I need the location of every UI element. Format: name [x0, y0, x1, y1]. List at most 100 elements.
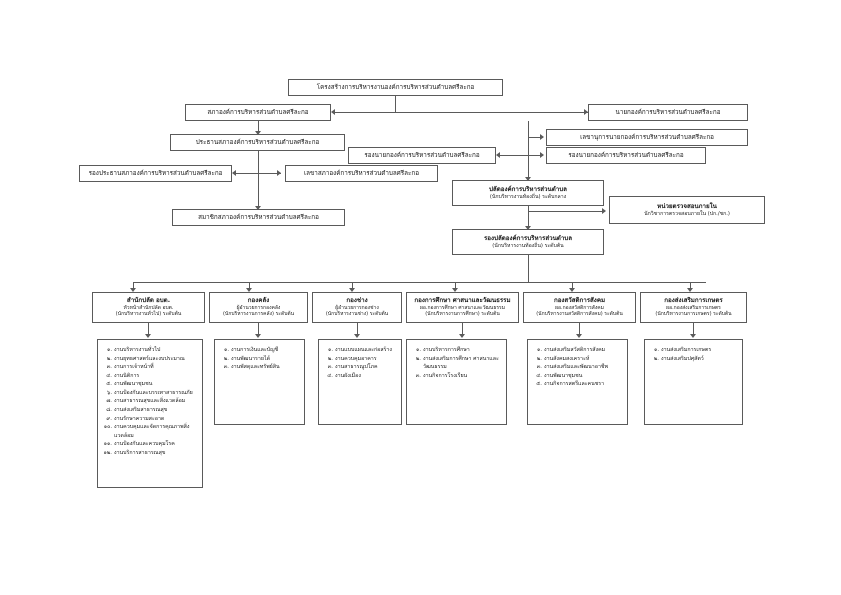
department-head-5: ผอ.กองส่งเสริมการเกษตร — [666, 305, 721, 312]
task-items-3: ๑.งานบริหารการศึกษา๒.งานส่งเสริมการศึกษา… — [412, 346, 502, 380]
task-items-1: ๑.งานการเงินและบัญชี๒.งานพัฒนารายได้๓.งา… — [220, 346, 300, 372]
task-item: ๔.งานนิติการ — [103, 372, 198, 381]
chairman-label: ประธานสภาองค์การบริหารส่วนตำบลศรีละกอ — [195, 138, 320, 146]
council-members-box: สมาชิกสภาองค์การบริหารส่วนตำบลศรีละกอ — [172, 209, 345, 226]
deputy-mayor-box: รองนายกองค์การบริหารส่วนตำบลศรีละกอ — [546, 147, 706, 164]
task-number: ๑. — [415, 347, 421, 353]
connector-title-stem — [395, 96, 396, 112]
connector-deputy-clerk-stem — [528, 255, 529, 282]
task-number: ๙. — [106, 415, 112, 422]
task-text: งานพัฒนาชุมชน — [114, 381, 153, 388]
department-header-2: กองช่าง ผู้อำนวยการกองช่าง (นักบริหารงาน… — [312, 292, 402, 323]
task-text: งานพัฒนารายได้ — [231, 355, 271, 362]
task-text: งานป้องกันและควบคุมโรค — [114, 441, 175, 448]
task-text: งานพัสดุและทรัพย์สิน — [231, 364, 280, 371]
task-text: งานสังคมสงเคราะห์ — [544, 355, 590, 362]
task-number: ๒. — [327, 355, 333, 362]
department-header-3: กองการศึกษา ศาสนาและวัฒนธรรม ผอ.กองการศึ… — [406, 292, 519, 323]
arrow-to-tasks-2 — [354, 334, 360, 338]
arrow-to-dept-5 — [687, 288, 693, 292]
task-number: ๑. — [653, 347, 659, 353]
task-number: ๒. — [415, 355, 421, 362]
connector-dept-stem-1 — [249, 282, 250, 290]
arrow-to-council-deputy-mayor — [496, 152, 500, 158]
task-text: งานการเจ้าหน้าที่ — [114, 364, 154, 371]
task-list-1: ๑.งานการเงินและบัญชี๒.งานพัฒนารายได้๓.งา… — [214, 339, 305, 425]
department-name-5: กองส่งเสริมการเกษตร — [664, 297, 723, 305]
task-item: ๕.งานพัฒนาชุมชน — [103, 380, 198, 389]
department-level-0: (นักบริหารงานทั่วไป) ระดับต้น — [115, 311, 182, 318]
task-text: งานส่งเสริมการศึกษา ศาสนาและวัฒนธรรม — [423, 355, 499, 371]
department-name-4: กองสวัสดิการสังคม — [553, 297, 606, 305]
task-item: ๔.งานผังเมือง — [324, 372, 397, 381]
connector-mayor-secretary-bus — [528, 137, 543, 138]
deputy-clerk-box: รองปลัดองค์การบริหารส่วนตำบล (นักบริหารง… — [452, 229, 604, 255]
task-number: ๓. — [415, 372, 421, 379]
task-item: ๓.งานส่งเสริมและพัฒนาอาชีพ — [533, 363, 623, 372]
task-text: งานบริหารงานทั่วไป — [114, 347, 161, 353]
task-text: งานส่งเสริมและพัฒนาอาชีพ — [544, 364, 608, 371]
task-item: ๔.งานพัฒนาชุมชน — [533, 372, 623, 381]
task-item: ๓.งานพัสดุและทรัพย์สิน — [220, 363, 300, 372]
task-item: ๗.งานสาธารณสุขและสิ่งแวดล้อม — [103, 397, 198, 406]
department-name-3: กองการศึกษา ศาสนาและวัฒนธรรม — [414, 297, 511, 305]
department-head-1: ผู้อำนวยการกองคลัง — [236, 305, 281, 312]
arrow-to-assembly — [331, 109, 335, 115]
task-items-0: ๑.งานบริหารงานทั่วไป๒.งานยุทธศาสตร์และงบ… — [103, 346, 198, 458]
task-number: ๔. — [106, 372, 112, 379]
arrow-to-audit-unit — [602, 208, 606, 214]
task-item: ๒.งานควบคุมอาคาร — [324, 355, 397, 364]
task-list-3: ๑.งานบริหารการศึกษา๒.งานส่งเสริมการศึกษา… — [406, 339, 507, 425]
task-number: ๑. — [106, 347, 112, 353]
department-head-0: หัวหน้าสำนักปลัด อบต. — [123, 305, 174, 312]
task-text: งานส่งเสริมการเกษตร — [661, 347, 712, 353]
task-number: ๑๐. — [103, 424, 112, 431]
arrow-to-deputy-mayor — [540, 152, 544, 158]
council-deputy-mayor-box: รองนายกองค์การบริหารส่วนตำบลศรีละกอ — [348, 147, 496, 164]
task-number: ๕. — [106, 381, 112, 388]
connector-dept-stem-4 — [572, 282, 573, 290]
task-text: งานส่งเสริมปศุสัตว์ — [661, 355, 704, 362]
page-title: โครงสร้างการบริหารงานองค์การบริหารส่วนตำ… — [316, 83, 475, 91]
task-number: ๖. — [106, 389, 112, 396]
task-number: ๓. — [223, 364, 229, 371]
task-text: งานควบคุมอาคาร — [335, 355, 377, 362]
department-header-1: กองคลัง ผู้อำนวยการกองคลัง (นักบริหารงาน… — [209, 292, 308, 323]
connector-title-bus — [335, 112, 588, 113]
department-head-2: ผู้อำนวยการกองช่าง — [335, 305, 379, 312]
connector-mayor-stem — [528, 121, 529, 179]
task-item: ๑.งานบริหารงานทั่วไป — [103, 346, 198, 355]
mayor-secretary-label: เลขานุการนายกองค์การบริหารส่วนตำบลศรีละก… — [580, 133, 714, 141]
task-text: งานกิจการโรงเรียน — [423, 372, 468, 379]
council-secretary-label: เลขาสภาองค์การบริหารส่วนตำบลศรีละกอ — [303, 169, 419, 177]
task-item: ๑๒.งานบริการสาธารณสุข — [103, 449, 198, 458]
council-members-label: สมาชิกสภาองค์การบริหารส่วนตำบลศรีละกอ — [198, 213, 319, 221]
task-number: ๒. — [536, 355, 542, 362]
task-text: งานแบบแผนและก่อสร้าง — [335, 347, 392, 353]
task-number: ๒. — [223, 355, 229, 362]
arrow-to-dept-3 — [452, 288, 458, 292]
task-text: งานรักษาความสะอาด — [114, 415, 165, 422]
department-level-5: (นักบริหารงานการเกษตร) ระดับต้น — [655, 311, 732, 318]
connector-to-audit-bus — [528, 211, 605, 212]
task-items-5: ๑.งานส่งเสริมการเกษตร๒.งานส่งเสริมปศุสัต… — [650, 346, 738, 363]
task-item: ๑.งานส่งเสริมการเกษตร — [650, 346, 738, 355]
connector-deputy-mayor-bus — [528, 155, 543, 156]
arrow-to-dept-1 — [246, 288, 252, 292]
audit-unit-title: หน่วยตรวจสอบภายใน — [657, 202, 717, 210]
department-level-4: (นักบริหารงานสวัสดิการสังคม) ระดับต้น — [536, 311, 623, 318]
department-header-4: กองสวัสดิการสังคม ผอ.กองสวัสดิการสังคม (… — [523, 292, 636, 323]
assembly-box: สภาองค์การบริหารส่วนตำบลศรีละกอ — [185, 104, 331, 121]
chart-title-box: โครงสร้างการบริหารงานองค์การบริหารส่วนตำ… — [288, 79, 503, 96]
audit-unit-sub: นักวิชาการตรวจสอบภายใน (ปก./ชก.) — [644, 210, 730, 217]
task-number: ๓. — [327, 364, 333, 371]
arrow-to-mayor — [584, 109, 588, 115]
connector-tasks-stem-5 — [693, 323, 694, 336]
task-text: งานบริหารการศึกษา — [423, 347, 470, 353]
task-item: ๒.งานยุทธศาสตร์และงบประมาณ — [103, 355, 198, 364]
task-item: ๒.งานส่งเสริมการศึกษา ศาสนาและวัฒนธรรม — [412, 355, 502, 372]
department-header-0: สำนักปลัด อบต. หัวหน้าสำนักปลัด อบต. (นั… — [92, 292, 205, 323]
task-number: ๒. — [106, 355, 112, 362]
vice-chairman-label: รองประธานสภาองค์การบริหารส่วนตำบลศรีละกอ — [88, 169, 223, 177]
